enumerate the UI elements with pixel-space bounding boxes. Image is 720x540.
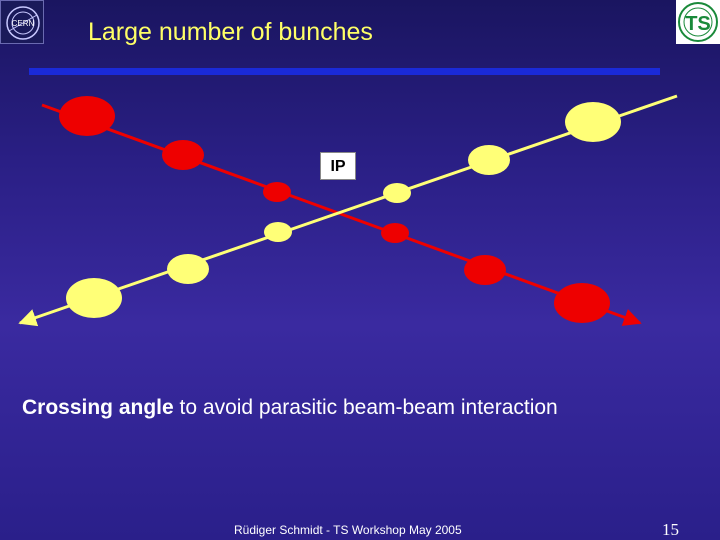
yellow-beam-line — [18, 94, 678, 327]
title-underline — [29, 68, 660, 75]
slide-caption: Crossing angle to avoid parasitic beam-b… — [22, 396, 558, 420]
caption-text: to avoid parasitic beam-beam interaction — [173, 396, 558, 419]
red-bunch — [381, 223, 409, 243]
yellow-bunch — [383, 183, 411, 203]
red-bunch — [554, 283, 610, 323]
ts-logo-text: TS — [685, 13, 711, 35]
red-bunch — [263, 182, 291, 202]
yellow-bunch — [565, 102, 621, 142]
red-beam-line — [41, 103, 642, 326]
ip-label: IP — [320, 152, 356, 180]
slide-title: Large number of bunches — [88, 18, 373, 46]
slide-footer: Rüdiger Schmidt - TS Workshop May 2005 — [234, 523, 462, 537]
ts-logo: TS — [676, 0, 720, 44]
yellow-bunch — [66, 278, 122, 318]
yellow-bunch — [468, 145, 510, 175]
red-bunch — [59, 96, 115, 136]
beam-crossing-diagram — [18, 94, 678, 327]
caption-emphasis: Crossing angle — [22, 396, 174, 419]
yellow-bunch — [167, 254, 209, 284]
cern-logo-icon: CERN — [6, 6, 40, 40]
page-number: 15 — [662, 520, 679, 539]
red-bunch — [464, 255, 506, 285]
cern-logo-text: CERN — [12, 19, 35, 28]
ts-logo-icon: TS — [678, 2, 718, 42]
red-bunch — [162, 140, 204, 170]
cern-logo: CERN — [0, 0, 44, 44]
yellow-bunch — [264, 222, 292, 242]
